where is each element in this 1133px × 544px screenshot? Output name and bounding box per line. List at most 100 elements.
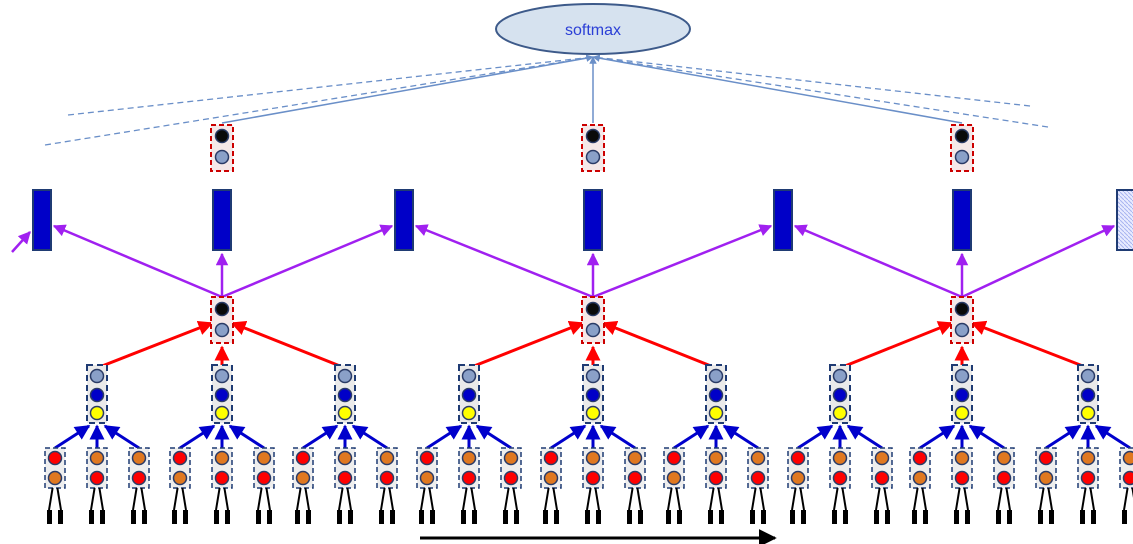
input-block	[596, 510, 601, 524]
level1-unit-node-gray	[832, 368, 848, 384]
level2-arrow	[230, 321, 346, 370]
base-unit-node-bottom	[543, 470, 559, 486]
input-leg	[636, 487, 642, 511]
input-leg	[296, 487, 302, 511]
input-block	[306, 510, 311, 524]
input-block	[1122, 510, 1127, 524]
input-block	[472, 510, 477, 524]
input-block	[172, 510, 177, 524]
input-block	[419, 510, 424, 524]
level1-arrow	[673, 424, 710, 450]
recurrent-arrow	[11, 231, 31, 253]
input-block	[1091, 510, 1096, 524]
input-block	[1007, 510, 1012, 524]
base-unit-node-bottom	[503, 470, 519, 486]
input-block	[585, 510, 590, 524]
input-block	[885, 510, 890, 524]
base-unit-node-bottom	[790, 470, 806, 486]
input-block	[719, 510, 724, 524]
input-leg	[215, 487, 221, 511]
hidden-block	[32, 189, 52, 251]
level2-arrow	[601, 321, 717, 370]
input-block	[337, 510, 342, 524]
base-unit-node-top	[912, 450, 928, 466]
base-unit-node-bottom	[131, 470, 147, 486]
level1-arrow	[550, 424, 587, 450]
top-connection-lines	[44, 54, 1049, 146]
level2-unit-node-gray	[214, 322, 230, 338]
base-unit-node-top	[214, 450, 230, 466]
level1-arrow	[351, 424, 388, 450]
level1-unit-node-gray	[1080, 368, 1096, 384]
level1-unit-node-gray	[214, 368, 230, 384]
base-unit-node-top	[627, 450, 643, 466]
input-leg	[132, 487, 138, 511]
hidden-block	[773, 189, 793, 251]
base-unit-node-bottom	[750, 470, 766, 486]
level1-unit-node-yellow	[708, 405, 724, 421]
level1-unit-node-blue	[89, 387, 105, 403]
input-block	[996, 510, 1001, 524]
hidden-block	[394, 189, 414, 251]
input-block	[390, 510, 395, 524]
level2-unit-node-gray	[954, 322, 970, 338]
input-block	[666, 510, 671, 524]
level1-arrow	[54, 424, 91, 450]
level1-arrow	[919, 424, 956, 450]
level1-arrow	[475, 424, 512, 450]
level1-arrow	[179, 424, 216, 450]
input-block	[677, 510, 682, 524]
input-block	[543, 510, 548, 524]
base-unit-node-top	[790, 450, 806, 466]
hidden-block-light	[1116, 189, 1133, 251]
input-leg	[717, 487, 723, 511]
input-leg	[759, 487, 765, 511]
input-leg	[913, 487, 919, 511]
input-block	[267, 510, 272, 524]
input-leg	[304, 487, 310, 511]
input-leg	[833, 487, 839, 511]
base-unit-node-top	[461, 450, 477, 466]
base-unit-node-top	[543, 450, 559, 466]
input-block	[874, 510, 879, 524]
dashed-context-line	[44, 56, 594, 146]
base-unit-node-bottom	[954, 470, 970, 486]
level1-unit-node-blue	[1080, 387, 1096, 403]
level1-unit-node-blue	[954, 387, 970, 403]
base-unit-node-top	[256, 450, 272, 466]
base-unit-node-bottom	[627, 470, 643, 486]
input-leg	[90, 487, 96, 511]
input-block	[790, 510, 795, 524]
base-unit-node-top	[47, 450, 63, 466]
softmax-ellipse	[495, 3, 691, 55]
base-unit-node-bottom	[996, 470, 1012, 486]
input-block	[1049, 510, 1054, 524]
top-unit-node-gray	[214, 149, 230, 165]
base-unit-node-bottom	[47, 470, 63, 486]
input-block	[801, 510, 806, 524]
base-unit-node-top	[503, 450, 519, 466]
input-leg	[1089, 487, 1095, 511]
base-unit-node-top	[1038, 450, 1054, 466]
input-block	[131, 510, 136, 524]
level1-unit-node-yellow	[954, 405, 970, 421]
input-leg	[791, 487, 797, 511]
dashed-context-line	[67, 56, 594, 116]
input-leg	[544, 487, 550, 511]
base-unit-node-bottom	[461, 470, 477, 486]
base-unit-node-top	[954, 450, 970, 466]
level1-unit-node-yellow	[1080, 405, 1096, 421]
base-unit-node-bottom	[1080, 470, 1096, 486]
base-unit-node-top	[295, 450, 311, 466]
base-unit-node-top	[750, 450, 766, 466]
level1-unit-node-yellow	[337, 405, 353, 421]
base-unit-node-bottom	[1122, 470, 1133, 486]
base-unit-node-top	[708, 450, 724, 466]
level1-arrow	[797, 424, 834, 450]
base-unit-node-top	[131, 450, 147, 466]
input-block	[832, 510, 837, 524]
input-block	[295, 510, 300, 524]
level1-unit-node-yellow	[461, 405, 477, 421]
input-block	[142, 510, 147, 524]
base-unit-node-bottom	[1038, 470, 1054, 486]
